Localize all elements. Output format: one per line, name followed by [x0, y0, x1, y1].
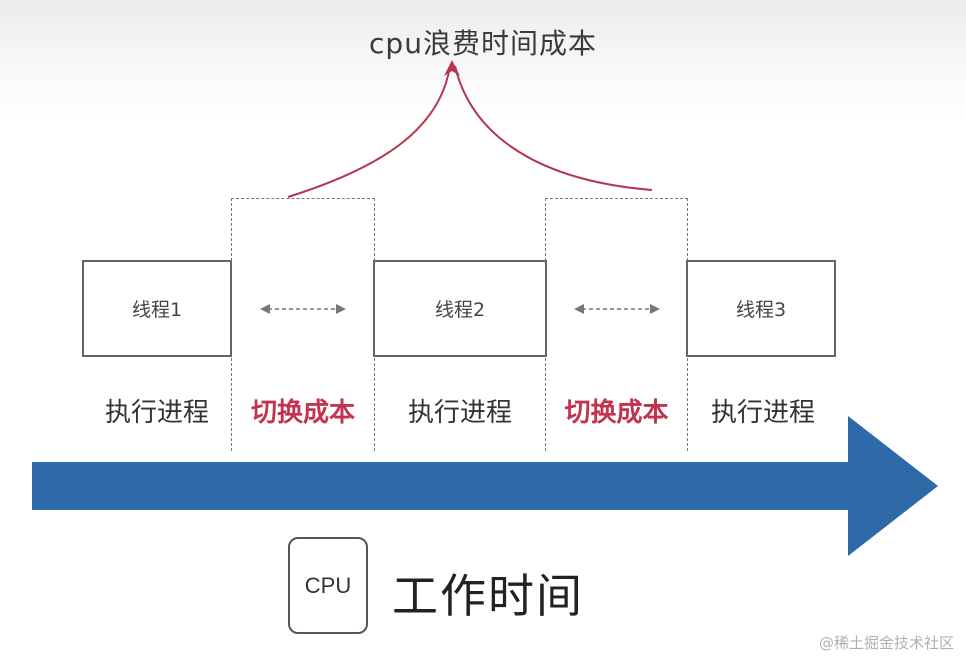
phase-label-switch-2: 切换成本 — [564, 398, 669, 428]
curve-right — [454, 65, 653, 191]
phase-label-execute-1: 执行进程 — [104, 398, 209, 428]
thread-box-3: 线程3 — [686, 260, 836, 357]
timeline-arrow — [32, 416, 938, 556]
thread-box-1: 线程1 — [82, 260, 232, 357]
cpu-badge: CPU — [288, 537, 368, 634]
dashed-double-arrow-2 — [574, 304, 660, 314]
curve-arrowhead — [444, 60, 460, 76]
thread-box-2: 线程2 — [373, 260, 547, 357]
work-time-label: 工作时间 — [392, 569, 584, 623]
curve-left — [287, 65, 451, 198]
phase-label-switch-1: 切换成本 — [250, 398, 355, 428]
dashed-double-arrow-1 — [260, 304, 346, 314]
diagram-title: cpu浪费时间成本 — [369, 27, 597, 60]
phase-label-execute-3: 执行进程 — [710, 398, 815, 428]
phase-label-execute-2: 执行进程 — [407, 398, 512, 428]
watermark: @稀土掘金技术社区 — [818, 634, 954, 652]
